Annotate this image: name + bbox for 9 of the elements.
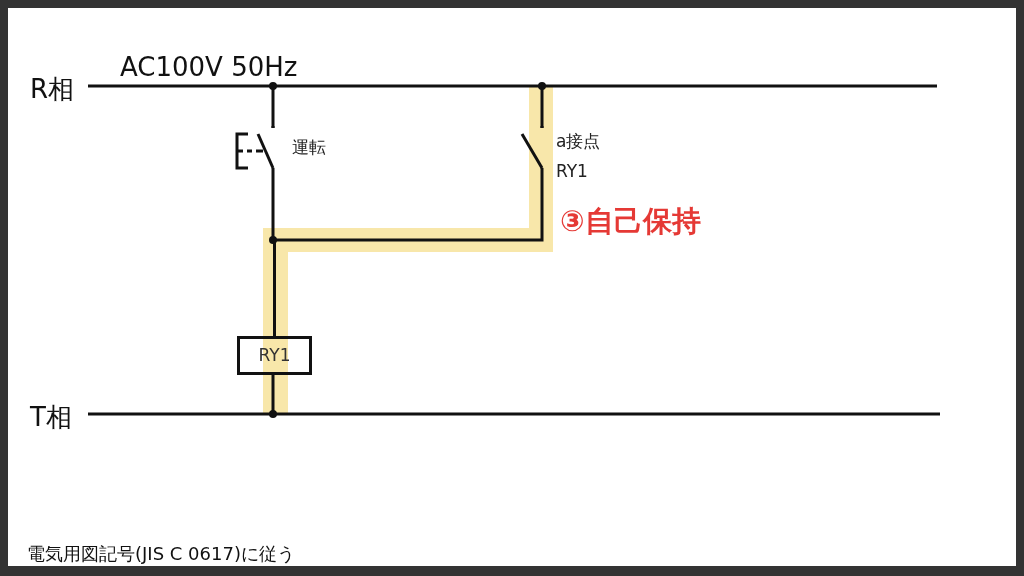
- supply-label: AC100V 50Hz: [120, 51, 298, 84]
- step-label: ③自己保持: [560, 203, 701, 240]
- phase-label: T相: [30, 401, 72, 434]
- switch-label: a接点 RY1: [556, 130, 602, 183]
- phase-label: R相: [30, 73, 75, 106]
- relay-coil-box: RY1: [237, 336, 312, 375]
- note-text: 電気用図記号(JIS C 0617)に従う: [27, 542, 295, 566]
- wire: [273, 170, 544, 336]
- switch-label: 運転: [292, 136, 327, 159]
